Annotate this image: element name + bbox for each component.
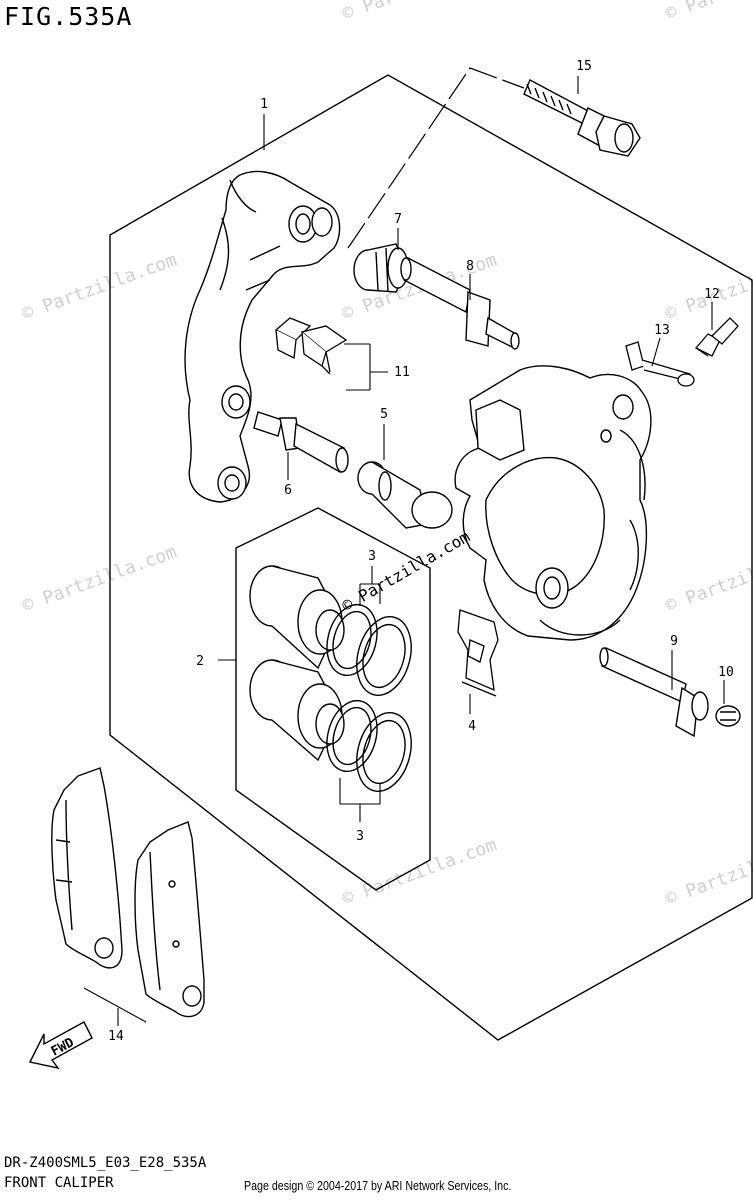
model-code: DR-Z400SML5_E03_E28_535A [4,1155,207,1171]
watermark: © Partzilla.com [663,541,753,616]
copyright-notice: Page design © 2004-2017 by ARI Network S… [244,1178,512,1193]
callout-13: 13 [654,323,670,338]
callout-14: 14 [108,1029,124,1044]
leader-lines [83,76,725,1026]
callout-1: 1 [260,97,268,112]
caliper-bolt-15 [523,79,641,157]
callout-5: 5 [380,407,388,422]
callout-7: 7 [394,212,402,227]
callout-12: 12 [704,287,720,302]
callout-3a: 3 [368,549,376,564]
callout-3b: 3 [356,829,364,844]
section-name: FRONT CALIPER [4,1175,114,1191]
caliper-bracket-1 [184,170,341,503]
callout-10: 10 [718,665,734,680]
watermark: © Partzilla.com [20,249,180,324]
brake-pad-14-right [134,821,205,1018]
callout-8: 8 [466,259,474,274]
boot-7 [353,243,409,293]
bolt-path-line [347,67,525,249]
callout-2: 2 [196,654,204,669]
brake-pad-14-left [51,767,123,969]
slide-pin-8 [400,256,520,350]
assembly-outline [109,74,753,1041]
watermark: © Partzilla.com [20,541,180,616]
piston-2-upper [249,565,345,670]
pin-plug-10 [715,705,741,727]
watermark: © Partzilla.com [340,834,500,909]
pad-spring-11 [274,317,348,375]
callout-labels: 1 2 3 3 4 5 6 7 8 9 10 11 12 13 14 15 [108,59,734,1044]
callout-9: 9 [670,634,678,649]
callout-11: 11 [394,365,410,380]
callout-6: 6 [284,483,292,498]
callout-4: 4 [468,719,476,734]
watermark: © Partzilla.com [663,0,753,25]
slide-pin-6 [253,411,349,474]
bleeder-valve-12 [694,317,739,357]
center-watermark: © Partzilla.com [339,527,474,616]
watermark: © Partzilla.com [663,834,753,909]
piston-kit-box [235,507,431,891]
figure-title: FIG.535A [4,2,133,31]
fwd-arrow-icon: FWD [28,1021,93,1070]
piston-2-lower [249,659,345,762]
piston-seals-3 [326,603,412,792]
pin-9 [599,647,709,738]
bleeder-cap-13 [625,341,695,387]
watermark: © Partzilla.com [340,0,500,25]
caliper-body [454,365,652,641]
callout-15: 15 [576,59,592,74]
pad-retainer-4 [457,609,499,697]
boot-5 [357,461,453,529]
